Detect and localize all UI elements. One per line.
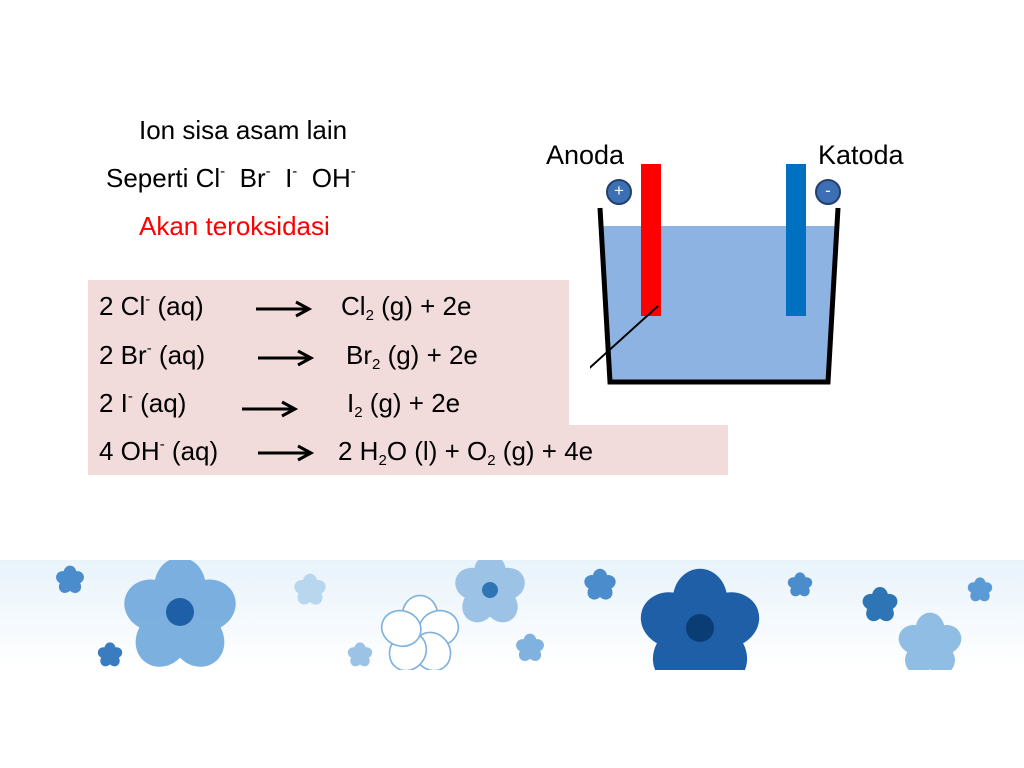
- reaction-4-rhs: 2 H2O (l) + O2 (g) + 4e: [338, 436, 594, 469]
- flower-banner: [0, 560, 1024, 670]
- reaction-1-arrow-icon: [256, 300, 313, 318]
- cathode-label: Katoda: [818, 140, 904, 170]
- intro-line-1: Ion sisa asam lain: [139, 115, 348, 145]
- ion-i: I: [285, 163, 293, 193]
- reaction-2-arrow-icon: [258, 349, 315, 367]
- reaction-1-lhs: 2 Cl- (aq): [99, 291, 204, 321]
- reaction-1-rhs: Cl2 (g) + 2e: [341, 291, 472, 324]
- reaction-4-arrow-icon: [258, 444, 315, 462]
- charge: -: [350, 163, 356, 180]
- cathode-electrode: [786, 164, 806, 316]
- ion-br: Br: [239, 163, 266, 193]
- charge: -: [220, 163, 226, 180]
- beaker: [597, 207, 841, 385]
- reaction-3-lhs: 2 I- (aq): [99, 388, 187, 418]
- charge: -: [292, 163, 298, 180]
- reaction-3-arrow-icon: [242, 400, 299, 418]
- anode-label: Anoda: [546, 140, 625, 170]
- reaction-box-top: [88, 280, 569, 426]
- intro-line-3: Akan teroksidasi: [139, 211, 330, 241]
- reaction-box-bottom: [88, 425, 728, 475]
- electrolysis-cell: [590, 164, 841, 385]
- cathode-minus-badge: -: [815, 179, 841, 205]
- anode-plus-badge: +: [606, 179, 632, 205]
- reaction-2-lhs: 2 Br- (aq): [99, 340, 206, 370]
- intro-line-2: Seperti Cl- Br- I- OH-: [106, 163, 356, 194]
- reaction-3-rhs: I2 (g) + 2e: [347, 388, 461, 421]
- charge: -: [265, 163, 271, 180]
- anode-electrode: [641, 164, 661, 316]
- ion-oh: OH: [311, 163, 351, 193]
- reaction-4-lhs: 4 OH- (aq): [99, 436, 219, 466]
- reaction-2-rhs: Br2 (g) + 2e: [346, 340, 478, 373]
- pointer-line: [590, 305, 659, 369]
- ion-cl: Seperti Cl: [106, 163, 221, 193]
